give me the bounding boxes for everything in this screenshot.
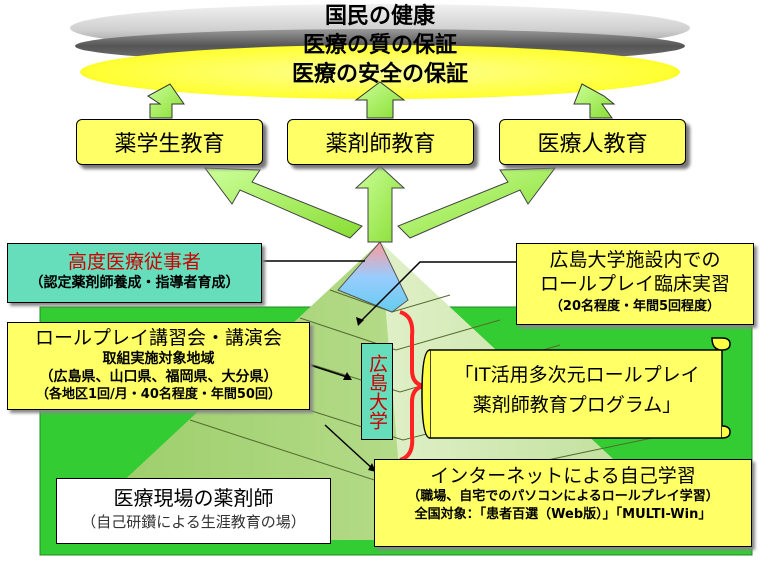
- roleplay-lecture-region-label: 取組実施対象地域: [102, 351, 215, 367]
- clinical-training-line1: 広島大学施設内での: [549, 249, 721, 271]
- arrow-up-right: [573, 83, 616, 119]
- clinical-training-line3: （20名程度・年間5回程度）: [549, 299, 721, 314]
- pharmacist-education-box: 薬剤師教育: [287, 119, 474, 165]
- field-pharmacist-subtitle: （自己研鑽による生涯教育の場）: [81, 513, 306, 531]
- arrow-up-left: [147, 83, 185, 119]
- goal-quality: 医療の質の保証: [302, 33, 457, 58]
- internet-learning-line1: （職場、自宅でのパソコンによるロールプレイ学習）: [407, 489, 719, 504]
- roleplay-lecture-box: ロールプレイ講習会・講演会 取組実施対象地域 （広島県、山口県、福岡県、大分県）…: [7, 322, 310, 410]
- internet-learning-box: インターネットによる自己学習 （職場、自宅でのパソコンによるロールプレイ学習） …: [374, 459, 752, 547]
- goal-health: 国民の健康: [324, 4, 435, 29]
- program-scroll: 「IT活用多次元ロールプレイ 薬剤師教育プログラム」: [432, 360, 722, 420]
- hiroshima-university-label: 広島大学: [361, 343, 393, 440]
- field-pharmacist-title: 医療現場の薬剤師: [113, 486, 274, 510]
- connector-internet: [324, 424, 375, 471]
- arrow-up-center: [354, 81, 406, 119]
- arrow-right-up: [397, 167, 557, 239]
- field-pharmacist-box: 医療現場の薬剤師 （自己研鑽による生涯教育の場）: [56, 478, 331, 544]
- program-scroll-shape: [421, 337, 731, 439]
- pyramid-tip: [337, 241, 409, 313]
- student-education-box: 薬学生教育: [76, 119, 263, 165]
- advanced-practitioner-title: 高度医療従事者: [67, 251, 201, 273]
- arrow-left-up: [203, 167, 363, 239]
- program-title-line1: 「IT活用多次元ロールプレイ: [454, 364, 700, 386]
- connector-lecture: [309, 364, 351, 379]
- program-title-line2: 薬剤師教育プログラム」: [472, 394, 682, 416]
- clinical-training-line2: ロールプレイ臨床実習: [539, 273, 730, 295]
- roleplay-lecture-frequency: （各地区1回/月・40名程度・年間50回）: [36, 387, 281, 402]
- internet-learning-line2: 全国対象：「患者百選（Web版）」「MULTI-Win」: [414, 507, 712, 522]
- roleplay-lecture-title: ロールプレイ講習会・講演会: [34, 327, 282, 349]
- safety-ellipse: [80, 45, 680, 99]
- arrow-center-up: [354, 165, 406, 243]
- clinical-training-box: 広島大学施設内での ロールプレイ臨床実習 （20名程度・年間5回程度）: [516, 243, 754, 325]
- advanced-practitioner-box: 高度医療従事者 （認定薬剤師養成・指導者育成）: [7, 243, 262, 303]
- internet-learning-title: インターネットによる自己学習: [430, 465, 696, 487]
- connector-clinical: [359, 261, 516, 323]
- roleplay-lecture-regions: （広島県、山口県、福岡県、大分県）: [39, 369, 278, 385]
- advanced-practitioner-subtitle: （認定薬剤師養成・指導者育成）: [29, 275, 240, 291]
- goal-safety: 医療の安全の保証: [291, 62, 468, 87]
- medical-staff-education-box: 医療人教育: [499, 119, 686, 165]
